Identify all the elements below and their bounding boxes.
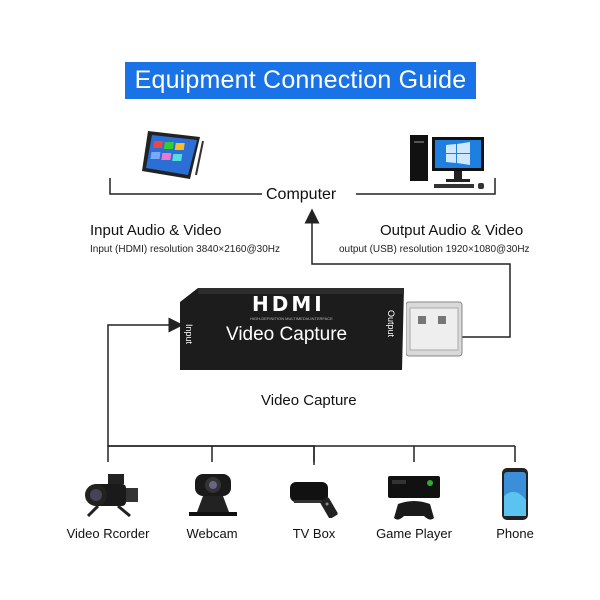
hdmi-fine-print: HIGH-DEFINITION MULTIMEDIA INTERFACE <box>250 316 333 321</box>
computer-bracket <box>109 178 262 195</box>
source-label-tv-box: TV Box <box>292 526 336 541</box>
camcorder-icon <box>85 474 138 518</box>
source-label-camcorder: Video Rcorder <box>66 526 150 541</box>
computer-label: Computer <box>266 186 337 203</box>
tablet-laptop-icon <box>142 131 204 179</box>
port-output-label: Output <box>386 310 396 338</box>
game-console-icon <box>388 476 440 520</box>
device-name: Video Capture <box>226 324 348 345</box>
hdmi-logo: HDMI <box>252 292 325 316</box>
capture-device-body <box>180 288 404 370</box>
desktop-pc-icon <box>410 135 484 189</box>
tv-box-icon <box>290 482 338 518</box>
source-label-phone: Phone <box>496 526 534 541</box>
webcam-icon <box>189 474 237 516</box>
output-wire <box>304 208 511 338</box>
title-banner: Equipment Connection Guide <box>125 62 476 99</box>
usb-plug-icon <box>406 301 463 357</box>
source-label-webcam: Webcam <box>186 526 238 541</box>
input-heading: Input Audio & Video <box>90 222 222 239</box>
port-input-label: Input <box>184 324 194 345</box>
device-caption: Video Capture <box>261 392 357 409</box>
output-detail: output (USB) resolution 1920×1080@30Hz <box>339 244 530 255</box>
phone-icon <box>502 468 528 520</box>
input-detail: Input (HDMI) resolution 3840×2160@30Hz <box>90 244 280 255</box>
source-label-game-player: Game Player <box>376 526 452 541</box>
output-heading: Output Audio & Video <box>380 222 524 239</box>
capture-device: HDMI HIGH-DEFINITION MULTIMEDIA INTERFAC… <box>178 284 408 376</box>
